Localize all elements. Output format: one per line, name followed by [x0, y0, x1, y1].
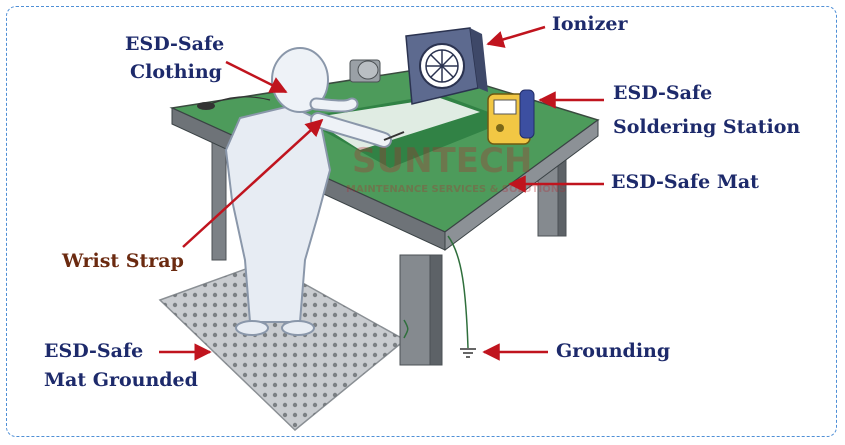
arrow-clothing: [225, 60, 288, 94]
label-grounding: Grounding: [556, 340, 670, 362]
label-ionizer: Ionizer: [552, 13, 628, 35]
label-soldering-line1: ESD-Safe: [613, 82, 712, 104]
table-legs: [211, 139, 567, 366]
watermark-tagline: MAINTENANCE SERVICES & SOLUTIONS: [346, 184, 566, 195]
diagram-frame: [6, 6, 837, 437]
technician-figure: [224, 47, 405, 336]
desk-equipment: [197, 59, 381, 110]
callout-arrows: [159, 25, 604, 361]
ionizer-device: [405, 27, 488, 105]
arrow-wrist-strap: [182, 118, 324, 248]
watermark-brand: SUNTECH: [352, 141, 532, 181]
arrow-ionizer: [486, 25, 546, 48]
label-floor-mat-line1: ESD-Safe: [44, 340, 143, 362]
label-soldering-line2: Soldering Station: [613, 116, 800, 138]
label-clothing-line1: ESD-Safe: [125, 33, 224, 55]
ground-wires: [403, 235, 476, 358]
label-clothing-line2: Clothing: [130, 61, 222, 83]
callout-labels: ESD-Safe Clothing Ionizer ESD-Safe Solde…: [44, 13, 800, 391]
label-mat: ESD-Safe Mat: [611, 171, 759, 193]
label-wrist-strap: Wrist Strap: [61, 250, 184, 272]
label-floor-mat-line2: Mat Grounded: [44, 369, 198, 391]
soldering-station-device: [487, 89, 535, 145]
watermark: SUNTECH MAINTENANCE SERVICES & SOLUTIONS: [346, 141, 566, 195]
